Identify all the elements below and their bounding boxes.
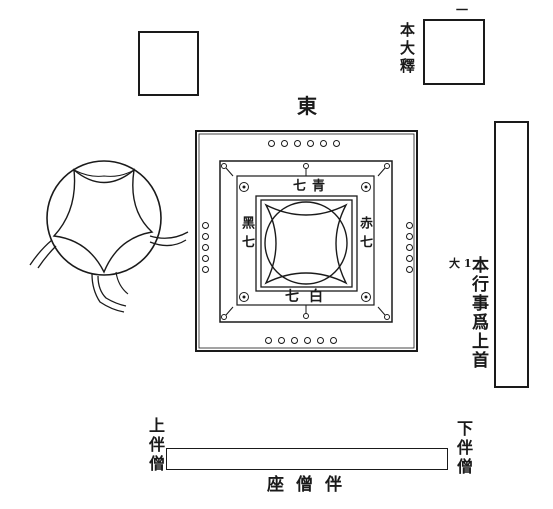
corner-rosette-bottom-left: [239, 292, 249, 302]
right-main-vertical-label: 本行事爲上首: [468, 256, 488, 370]
top-right-vertical-label: 本大釋: [398, 22, 416, 76]
top-dot: [333, 140, 340, 147]
left-dot: [202, 233, 209, 240]
top-dot: [281, 140, 288, 147]
right-dot: [406, 222, 413, 229]
right-tall-rectangle: [494, 121, 529, 388]
left-dot: [202, 266, 209, 273]
left-leg-3: [91, 273, 127, 313]
bottom-center-label: 座僧伴: [267, 475, 354, 495]
top-right-square: [423, 19, 485, 85]
top-dot: [294, 140, 301, 147]
top-left-square: [138, 31, 199, 96]
central-star: [264, 203, 348, 285]
left-leg-4: [115, 271, 129, 295]
left-dot: [202, 255, 209, 262]
outer-frame: [195, 130, 418, 352]
corner-rosette-top-left: [239, 182, 249, 192]
middle-frame: [219, 160, 393, 323]
left-big-star: [52, 168, 154, 274]
inner-right-label: 赤七: [357, 216, 372, 254]
left-dot: [202, 222, 209, 229]
east-label: 東: [297, 94, 317, 118]
bottom-right-vertical-label: 下伴僧: [454, 420, 473, 477]
right-small-label: 大 1: [449, 257, 472, 270]
bottom-bench: [166, 448, 448, 470]
corner-rosette-top-right: [361, 182, 371, 192]
right-dot: [406, 255, 413, 262]
top-dot: [268, 140, 275, 147]
corner-rosette-bottom-right: [361, 292, 371, 302]
top-mark: 一: [456, 3, 469, 17]
inner-top-label: 七青: [293, 179, 332, 194]
corner-spikes: [221, 163, 390, 320]
left-dot: [202, 244, 209, 251]
left-inner-arc: [73, 169, 135, 177]
left-big-circle: [46, 160, 162, 276]
right-dot: [406, 266, 413, 273]
bottom-dot: [265, 337, 272, 344]
bottom-dot: [330, 337, 337, 344]
top-dot: [307, 140, 314, 147]
bottom-dot: [291, 337, 298, 344]
top-dot: [320, 140, 327, 147]
bottom-dot: [278, 337, 285, 344]
right-dot: [406, 244, 413, 251]
left-leg-2: [149, 231, 189, 247]
core-frame-outer: [255, 195, 358, 292]
bottom-dot: [304, 337, 311, 344]
right-dot: [406, 233, 413, 240]
core-frame-inner: [260, 199, 353, 288]
bottom-dot: [317, 337, 324, 344]
outer-frame-inner-line: [198, 133, 415, 349]
central-circle: [264, 201, 348, 285]
inner-bottom-label: 七白: [285, 289, 333, 305]
inner-left-label: 黑七: [239, 216, 254, 254]
bottom-left-vertical-label: 上伴僧: [146, 417, 165, 474]
left-leg-1: [29, 239, 57, 269]
